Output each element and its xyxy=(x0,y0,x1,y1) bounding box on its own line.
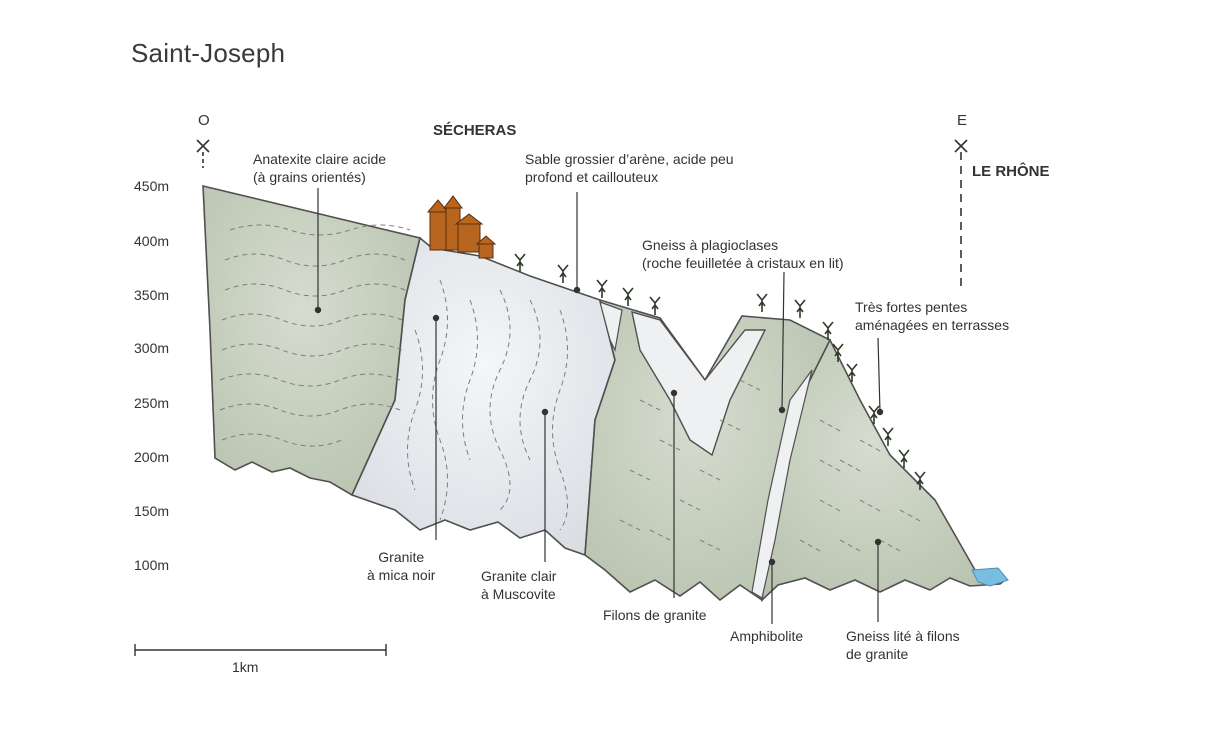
label-sable-line1: Sable grossier d’arène, acide peu xyxy=(525,150,734,168)
label-anatexite: Anatexite claire acide (à grains orienté… xyxy=(253,150,386,186)
label-anatexite-line2: (à grains orientés) xyxy=(253,168,386,186)
label-sable-line2: profond et caillouteux xyxy=(525,168,734,186)
label-gneiss-lite: Gneiss lité à filons de granite xyxy=(846,627,960,663)
label-granite-clair-line1: Granite clair xyxy=(481,567,556,585)
east-marker xyxy=(955,140,967,290)
label-granite-mica-noir: Granite à mica noir xyxy=(367,548,435,584)
label-anatexite-line1: Anatexite claire acide xyxy=(253,150,386,168)
label-gneiss-lite-line2: de granite xyxy=(846,645,960,663)
label-gneiss-plag-line1: Gneiss à plagioclases xyxy=(642,236,844,254)
label-gneiss-lite-line1: Gneiss lité à filons xyxy=(846,627,960,645)
scale-bar xyxy=(135,644,386,656)
label-granite-noir-line1: Granite xyxy=(367,548,435,566)
label-pentes-line1: Très fortes pentes xyxy=(855,298,1009,316)
label-granite-clair-line2: à Muscovite xyxy=(481,585,556,603)
village-name: SÉCHERAS xyxy=(433,122,516,140)
west-marker xyxy=(197,140,209,168)
west-label: O xyxy=(198,112,210,130)
label-pentes-line2: aménagées en terrasses xyxy=(855,316,1009,334)
label-granite-clair: Granite clair à Muscovite xyxy=(481,567,556,603)
village-icon xyxy=(428,196,495,258)
label-pentes: Très fortes pentes aménagées en terrasse… xyxy=(855,298,1009,334)
east-label: E xyxy=(957,112,967,130)
label-amphibolite: Amphibolite xyxy=(730,627,803,645)
river-name: LE RHÔNE xyxy=(972,163,1050,181)
label-gneiss-plagioclases: Gneiss à plagioclases (roche feuilletée … xyxy=(642,236,844,272)
label-filons: Filons de granite xyxy=(603,606,707,624)
label-granite-noir-line2: à mica noir xyxy=(367,566,435,584)
label-gneiss-plag-line2: (roche feuilletée à cristaux en lit) xyxy=(642,254,844,272)
scale-bar-label: 1km xyxy=(232,658,258,676)
label-sable: Sable grossier d’arène, acide peu profon… xyxy=(525,150,734,186)
